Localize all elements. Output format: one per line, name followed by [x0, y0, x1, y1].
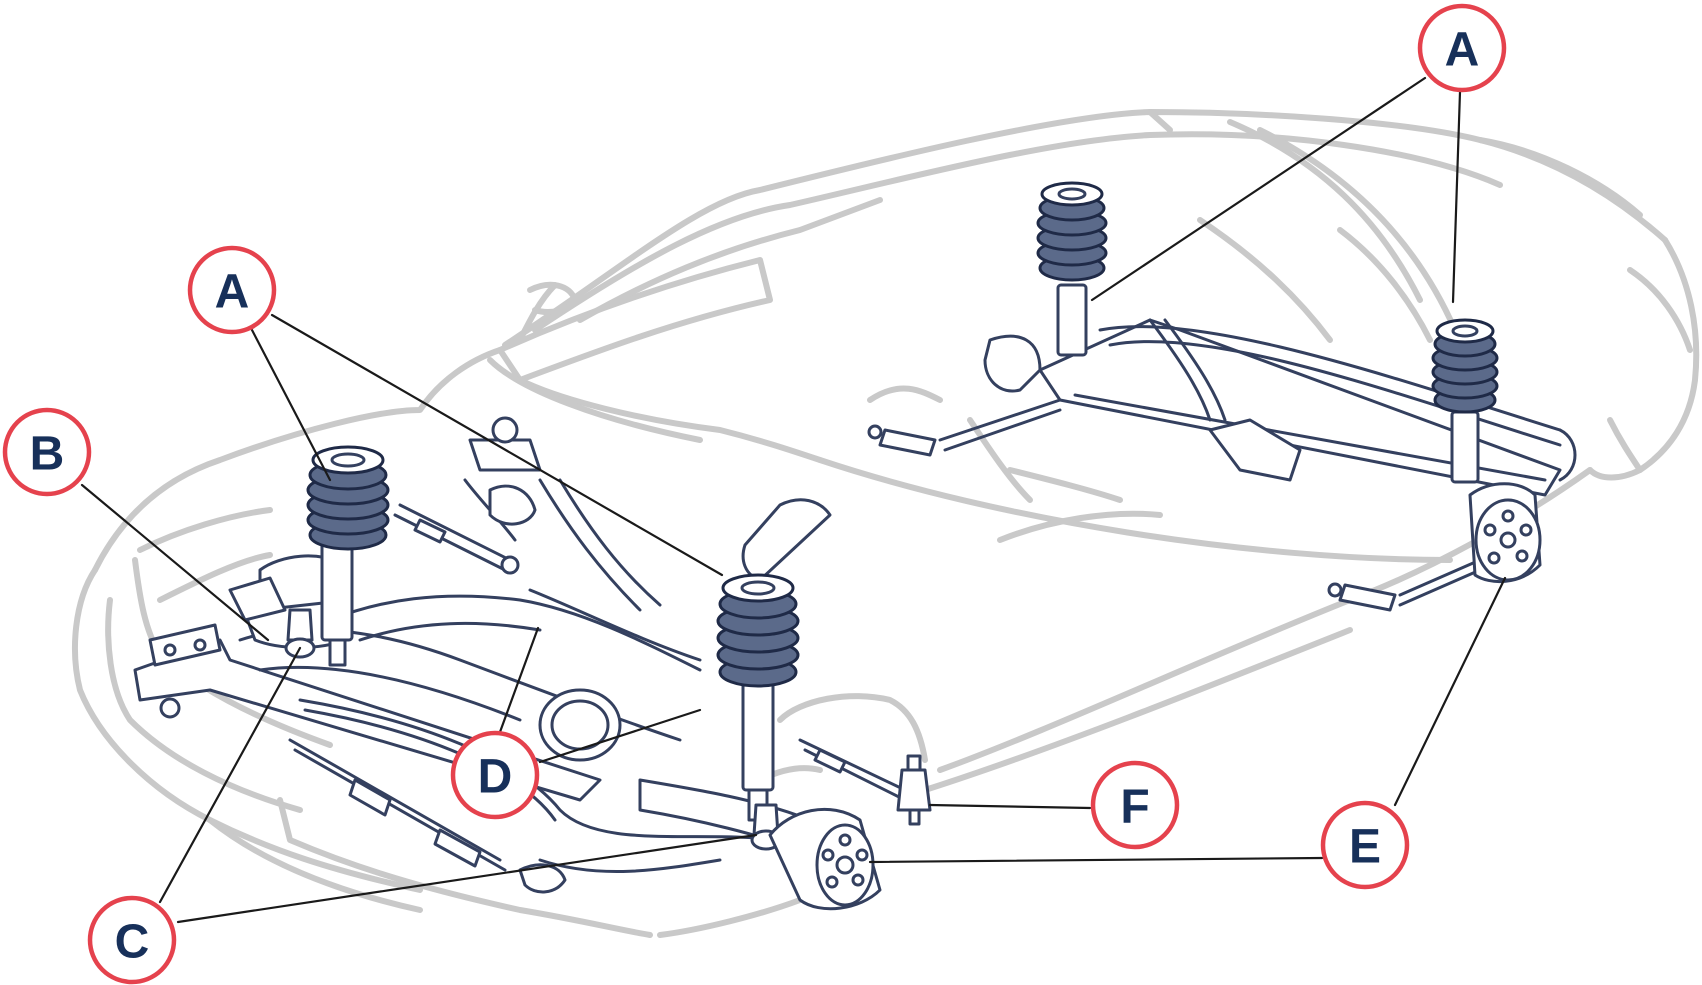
badge-a-rear-circle — [1417, 3, 1507, 93]
leader-d-upper — [498, 626, 540, 734]
badge-d-letter: D — [478, 751, 513, 804]
leader-c-left — [158, 646, 302, 904]
badge-b-circle — [2, 407, 92, 497]
badge-c: C — [87, 895, 177, 985]
leader-b — [80, 483, 270, 642]
front-hub — [768, 807, 882, 911]
badge-c-letter: C — [115, 916, 150, 969]
leader-a-rear-left — [1090, 76, 1427, 302]
badge-d: D — [450, 730, 540, 820]
badge-e-circle — [1320, 800, 1410, 890]
leader-a-rear-right — [1451, 90, 1462, 304]
badge-a-front: A — [187, 245, 277, 335]
badge-d-circle — [450, 730, 540, 820]
front-left-strut — [306, 445, 390, 667]
tie-rod-end — [896, 754, 932, 826]
badge-a-front-circle — [187, 245, 277, 335]
badge-f-letter: F — [1120, 781, 1149, 834]
badge-a-front-letter: A — [215, 266, 250, 319]
badge-b: B — [2, 407, 92, 497]
rear-hub — [1468, 482, 1542, 584]
badge-a-rear-letter: A — [1445, 24, 1480, 77]
leader-e-rear — [1393, 576, 1507, 807]
badge-b-letter: B — [30, 428, 65, 481]
badge-e: E — [1320, 800, 1410, 890]
badge-e-letter: E — [1349, 821, 1381, 874]
rear-right-strut — [1431, 318, 1499, 484]
badge-c-circle — [87, 895, 177, 985]
leader-a-front-right — [270, 313, 724, 577]
rear-suspension-assembly — [867, 181, 1577, 612]
leader-a-front-left — [250, 328, 332, 482]
badge-f-circle — [1090, 760, 1180, 850]
leader-f — [928, 803, 1092, 810]
badge-a-rear: A — [1417, 3, 1507, 93]
leader-lines — [80, 76, 1507, 924]
leader-c-right — [176, 833, 758, 924]
front-suspension-assembly — [133, 416, 932, 911]
badge-f: F — [1090, 760, 1180, 850]
leader-e-front — [868, 856, 1324, 864]
leader-d-lower — [538, 708, 702, 764]
rear-left-strut — [1036, 181, 1108, 357]
front-right-strut — [716, 573, 800, 822]
